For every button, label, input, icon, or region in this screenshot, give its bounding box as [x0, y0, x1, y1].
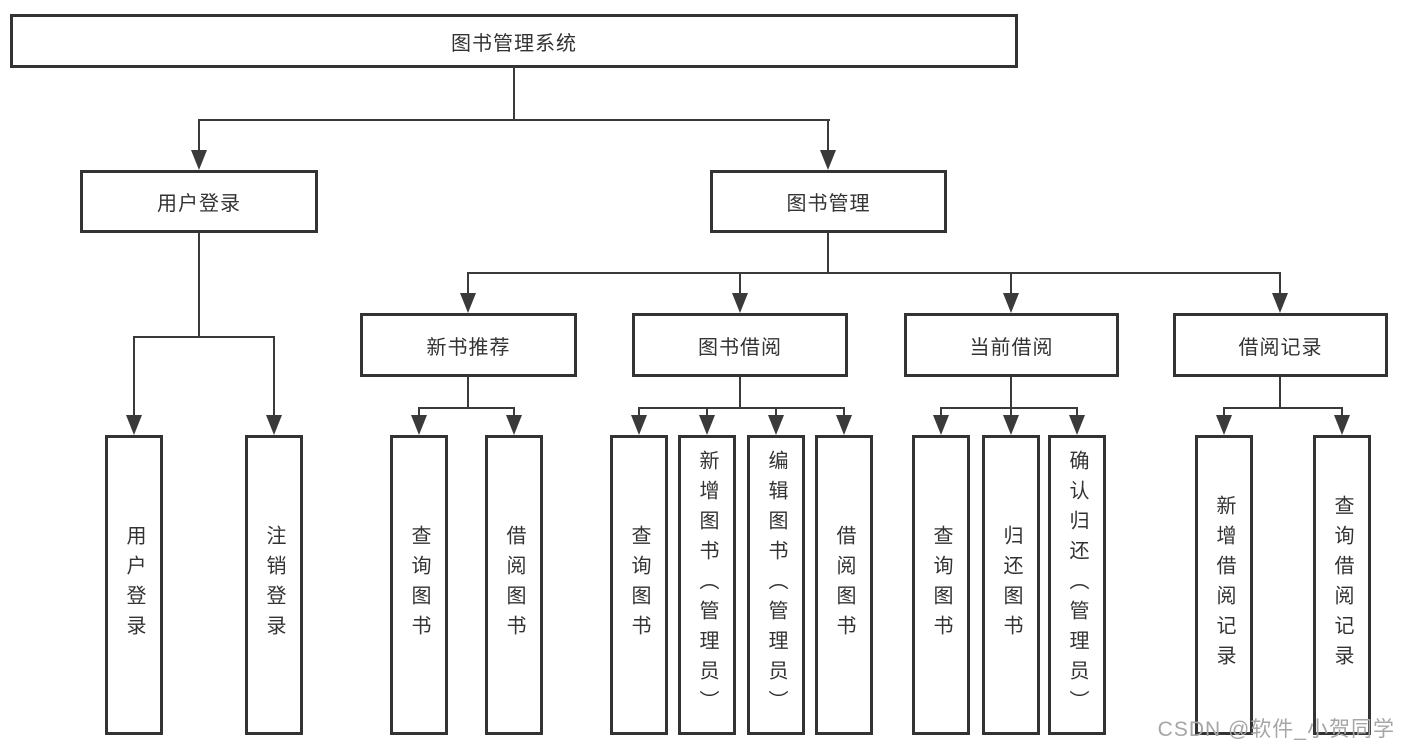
- connector-borrow-records-horizontal: [1223, 407, 1343, 409]
- node-book-mgmt-label: 图书管理: [786, 193, 871, 215]
- connector-stem-book-borrow: [739, 273, 741, 295]
- leaf-query-book-rec-label: 查询图书: [408, 525, 430, 645]
- connector-stem-leaf: [418, 408, 420, 417]
- arrowhead-leaf-confirm-return: [1069, 415, 1085, 435]
- leaf-query-book-rec: 查询图书: [390, 435, 448, 735]
- leaf-confirm-return: 确认归还（管理员）: [1048, 435, 1106, 735]
- leaf-add-book: 新增图书（管理员）: [678, 435, 736, 735]
- connector-stem-current-borrow: [1010, 273, 1012, 295]
- leaf-logout: 注销登录: [245, 435, 303, 735]
- connector-stem-new-book-rec: [467, 273, 469, 295]
- leaf-add-book-label: 新增图书（管理员）: [696, 450, 718, 720]
- leaf-return-book-label: 归还图书: [1000, 525, 1022, 645]
- connector-new-book-rec-horizontal: [418, 407, 515, 409]
- node-current-borrow: 当前借阅: [904, 313, 1119, 377]
- leaf-add-borrow-record-label: 新增借阅记录: [1213, 495, 1235, 675]
- arrowhead-leaf-query-book-current: [933, 415, 949, 435]
- leaf-user-login: 用户登录: [105, 435, 163, 735]
- connector-current-borrow-vertical: [1010, 377, 1012, 408]
- arrowhead-user-login: [191, 150, 207, 170]
- arrowhead-leaf-borrow-book-borrow: [836, 415, 852, 435]
- connector-stem-leaf: [1076, 408, 1078, 417]
- connector-user-login-vertical: [198, 233, 200, 337]
- leaf-query-book-borrow-label: 查询图书: [628, 525, 650, 645]
- connector-book-borrow-vertical: [739, 377, 741, 408]
- leaf-query-book-current: 查询图书: [912, 435, 970, 735]
- leaf-edit-book: 编辑图书（管理员）: [747, 435, 805, 735]
- connector-new-book-rec-vertical: [467, 377, 469, 408]
- leaf-query-book-current-label: 查询图书: [930, 525, 952, 645]
- leaf-query-borrow-record-label: 查询借阅记录: [1331, 495, 1353, 675]
- connector-stem-leaf: [1341, 408, 1343, 417]
- node-user-login-label: 用户登录: [157, 193, 241, 215]
- csdn-watermark: CSDN @软件_小贺同学: [1157, 718, 1395, 741]
- connector-book-mgmt-vertical: [827, 233, 829, 274]
- arrowhead-current-borrow: [1003, 293, 1019, 313]
- connector-stem-user-login: [198, 120, 200, 152]
- arrowhead-book-borrow: [732, 293, 748, 313]
- node-book-mgmt: 图书管理: [710, 170, 947, 233]
- arrowhead-leaf-edit-book: [768, 415, 784, 435]
- leaf-query-book-borrow: 查询图书: [610, 435, 668, 735]
- leaf-query-borrow-record: 查询借阅记录: [1313, 435, 1371, 735]
- node-borrow-records-label: 借阅记录: [1238, 336, 1323, 359]
- arrowhead-leaf-add-borrow-record: [1216, 415, 1232, 435]
- connector-book-mgmt-horizontal: [467, 272, 1281, 274]
- connector-stem-leaf: [843, 408, 845, 417]
- arrowhead-new-book-rec: [460, 293, 476, 313]
- leaf-borrow-book-borrow: 借阅图书: [815, 435, 873, 735]
- node-root-label: 图书管理系统: [451, 32, 577, 55]
- arrowhead-leaf-query-book-borrow: [631, 415, 647, 435]
- node-current-borrow-label: 当前借阅: [969, 336, 1054, 359]
- connector-user-login-horizontal: [133, 336, 275, 338]
- leaf-borrow-book-rec: 借阅图书: [485, 435, 543, 735]
- arrowhead-leaf-add-book: [699, 415, 715, 435]
- arrowhead-book-mgmt: [820, 150, 836, 170]
- leaf-borrow-book-borrow-label: 借阅图书: [833, 525, 855, 645]
- leaf-confirm-return-label: 确认归还（管理员）: [1066, 450, 1088, 720]
- node-book-borrow: 图书借阅: [632, 313, 848, 377]
- connector-stem-leaf: [775, 408, 777, 417]
- connector-book-borrow-horizontal: [638, 407, 845, 409]
- leaf-user-login-label: 用户登录: [123, 525, 145, 645]
- arrowhead-leaf-query-book-rec: [411, 415, 427, 435]
- leaf-logout-label: 注销登录: [263, 525, 285, 645]
- connector-stem-leaf: [940, 408, 942, 417]
- arrowhead-leaf-query-borrow-record: [1334, 415, 1350, 435]
- node-borrow-records: 借阅记录: [1173, 313, 1388, 377]
- leaf-borrow-book-rec-label: 借阅图书: [503, 525, 525, 645]
- leaf-add-borrow-record: 新增借阅记录: [1195, 435, 1253, 735]
- leaf-return-book: 归还图书: [982, 435, 1040, 735]
- connector-root-horizontal: [198, 119, 830, 121]
- arrowhead-leaf-logout: [266, 415, 282, 435]
- arrowhead-leaf-user-login: [126, 415, 142, 435]
- arrowhead-borrow-records: [1272, 293, 1288, 313]
- connector-stem-leaf: [638, 408, 640, 417]
- arrowhead-leaf-borrow-book-rec: [506, 415, 522, 435]
- connector-stem-leaf: [1010, 408, 1012, 417]
- connector-stem-borrow-records: [1279, 273, 1281, 295]
- node-new-book-rec-label: 新书推荐: [426, 336, 511, 359]
- leaf-edit-book-label: 编辑图书（管理员）: [765, 450, 787, 720]
- connector-root-vertical: [513, 66, 515, 120]
- connector-stem-leaf: [706, 408, 708, 417]
- node-book-borrow-label: 图书借阅: [698, 336, 782, 359]
- connector-current-borrow-horizontal: [940, 407, 1078, 409]
- arrowhead-leaf-return-book: [1003, 415, 1019, 435]
- node-user-login: 用户登录: [80, 170, 318, 233]
- connector-stem-leaf: [513, 408, 515, 417]
- node-new-book-rec: 新书推荐: [360, 313, 577, 377]
- connector-borrow-records-vertical: [1279, 377, 1281, 408]
- node-root: 图书管理系统: [10, 14, 1018, 68]
- connector-stem-book-mgmt: [827, 120, 829, 152]
- connector-stem-leaf: [1223, 408, 1225, 417]
- connector-stem-leaf-user-login: [133, 337, 135, 417]
- connector-stem-leaf-logout: [273, 337, 275, 417]
